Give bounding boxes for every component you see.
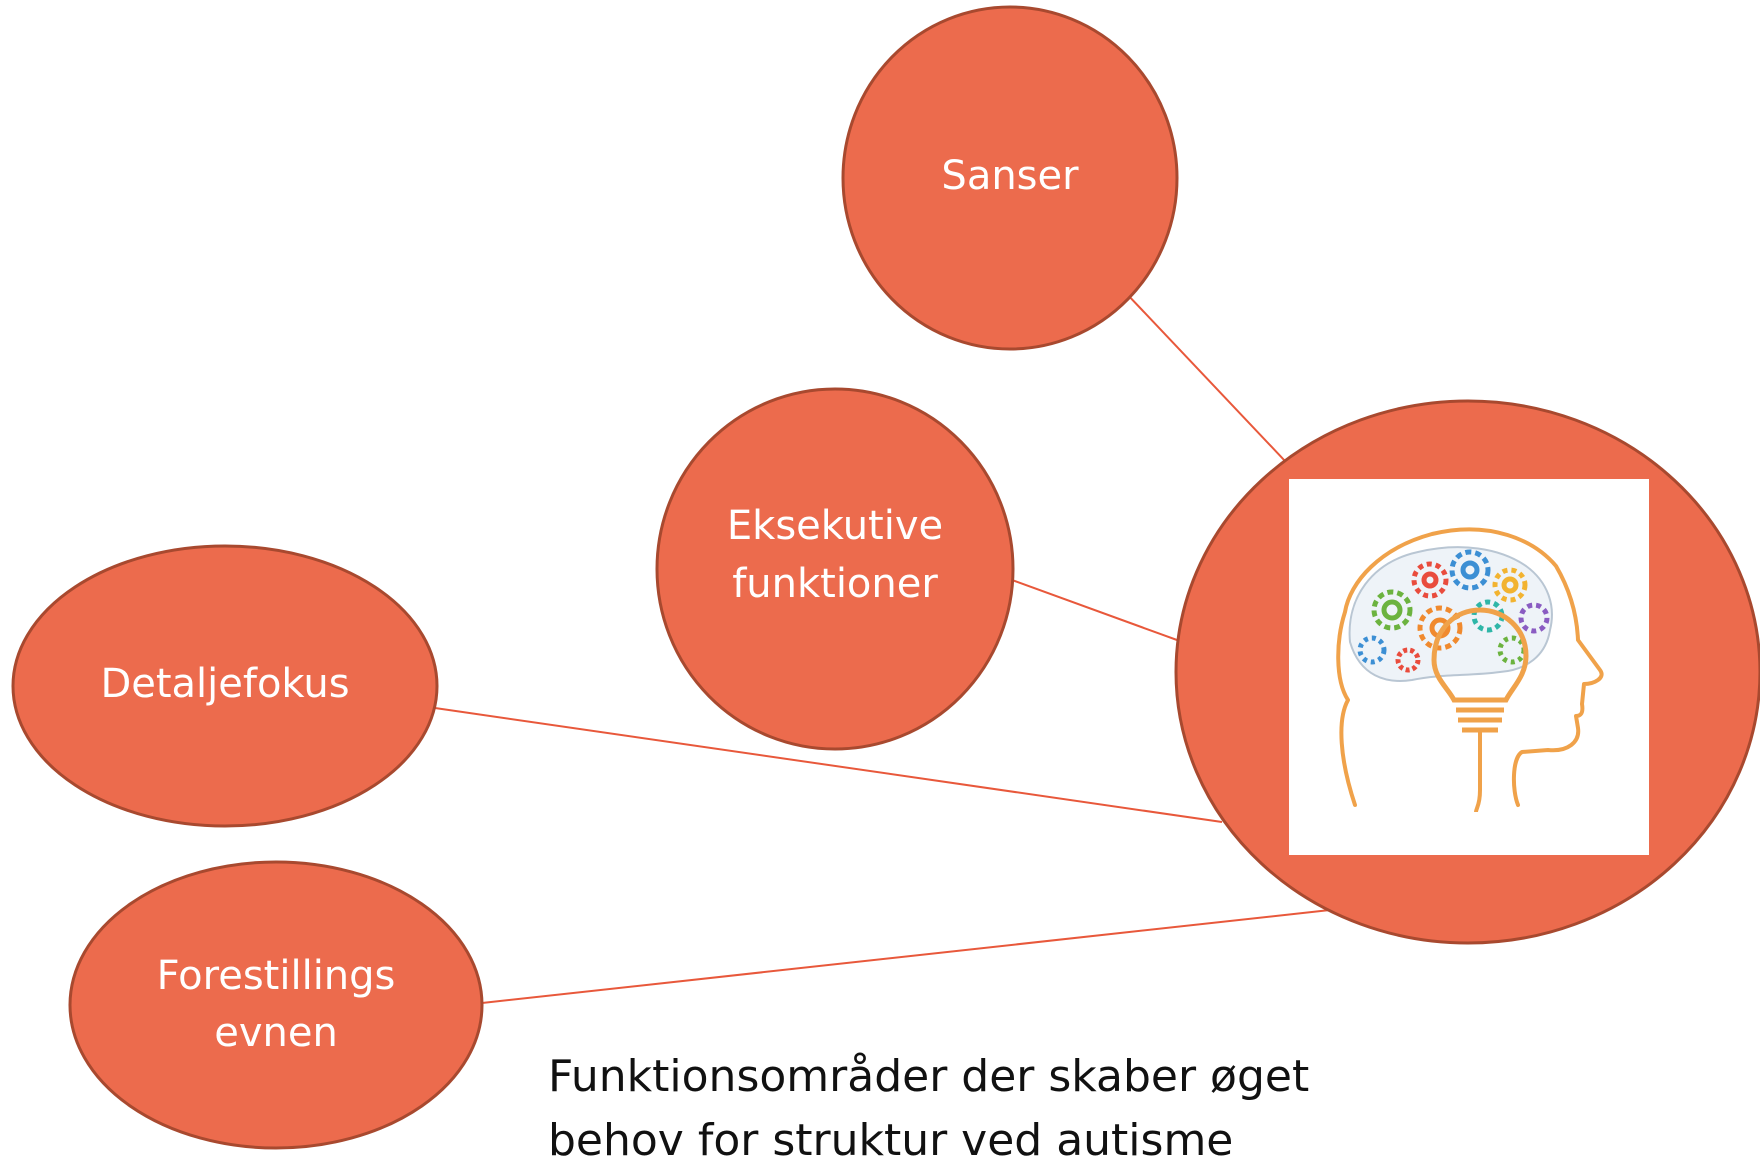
- node-detaljefokus-label: Detaljefokus: [100, 661, 349, 707]
- node-forestillings: Forestillings evnen: [68, 860, 484, 1150]
- node-sanser-circle: [841, 5, 1179, 351]
- node-sanser-label: Sanser: [941, 153, 1079, 199]
- node-center: [1174, 399, 1760, 945]
- node-forestillings-label-line1: Forestillings: [157, 953, 396, 999]
- connectors: [434, 292, 1331, 1004]
- connector-eksekutive: [1011, 579, 1178, 641]
- connector-sanser: [1125, 292, 1287, 463]
- node-eksekutive-circle: [655, 387, 1015, 751]
- brain-gears-lightbulb-head-icon: [1336, 527, 1604, 813]
- diagram-caption: Funktionsområder der skaber øget behov f…: [548, 1045, 1548, 1173]
- node-eksekutive: Eksekutive funktioner: [655, 387, 1015, 751]
- connector-forestillings: [481, 909, 1331, 1004]
- node-forestillings-label-line2: evnen: [214, 1010, 338, 1056]
- caption-line1: Funktionsområder der skaber øget: [548, 1051, 1310, 1102]
- node-eksekutive-label-line1: Eksekutive: [727, 503, 943, 549]
- node-forestillings-circle: [68, 860, 484, 1150]
- connector-detaljefokus: [434, 707, 1223, 823]
- caption-line2: behov for struktur ved autisme: [548, 1115, 1234, 1166]
- node-detaljefokus: Detaljefokus: [11, 544, 439, 828]
- node-sanser: Sanser: [841, 5, 1179, 351]
- node-detaljefokus-circle: [11, 544, 439, 828]
- node-eksekutive-label-line2: funktioner: [732, 561, 938, 607]
